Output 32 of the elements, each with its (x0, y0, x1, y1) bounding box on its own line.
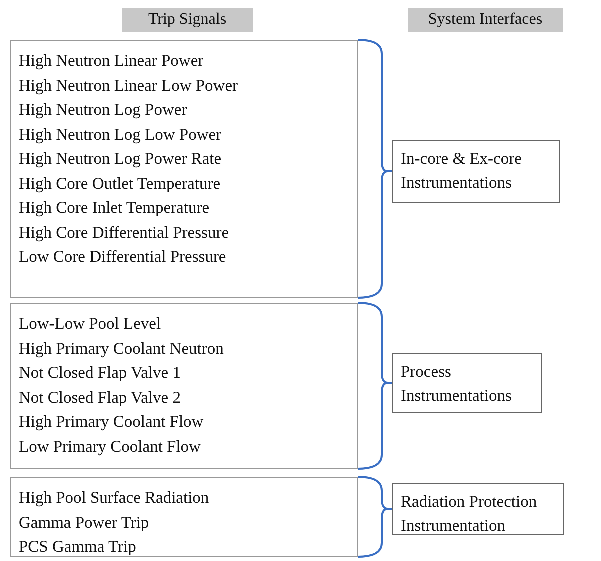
signal-list-text: High Neutron Linear Power (19, 50, 205, 72)
signal-list-text: High Neutron Linear Low Power (19, 74, 240, 97)
label-text: In-core & Ex-core Instrumentations (401, 148, 523, 194)
signal-list-text: High Core Outlet Temperature (19, 172, 222, 195)
header-label (408, 8, 563, 32)
signal-list-text: High Primary Coolant Neutron (19, 338, 225, 360)
label-text: System Interfaces (427, 10, 544, 30)
label-text: Process Instrumentations (401, 361, 513, 407)
signal-list-box (10, 40, 358, 298)
signal-list-text: PCS Gamma Trip (19, 536, 138, 558)
signal-list-text: Gamma Power Trip (19, 512, 150, 534)
label-text: Radiation Protection Instrumentation (401, 491, 538, 537)
signal-list-box (10, 477, 358, 557)
signal-list-text: High Neutron Log Power (19, 99, 188, 121)
signal-list-box (10, 303, 358, 469)
signal-list-text: Low-Low Pool Level (19, 313, 162, 335)
header-label (122, 8, 253, 32)
signal-list-text: High Primary Coolant Flow (19, 411, 205, 433)
signal-list-text: Low Core Differential Pressure (19, 246, 228, 268)
signal-list-text: High Pool Surface Radiation (19, 487, 210, 509)
signal-list-text: High Core Inlet Temperature (19, 197, 211, 219)
signal-list-text: High Core Differential Pressure (19, 222, 230, 244)
signal-list-text: Not Closed Flap Valve 1 (19, 362, 182, 384)
signal-list-text: Low Primary Coolant Flow (19, 436, 202, 458)
curly-bracket-connector (357, 302, 393, 470)
signal-list-text: High Neutron Log Low Power (19, 124, 223, 146)
signal-list-text: Not Closed Flap Valve 2 (19, 386, 182, 408)
interface-box (392, 483, 564, 535)
interface-box (392, 140, 560, 203)
label-text: Trip Signals (147, 10, 228, 30)
signal-list-text: High Neutron Log Power Rate (19, 148, 223, 170)
interface-box (392, 353, 542, 413)
